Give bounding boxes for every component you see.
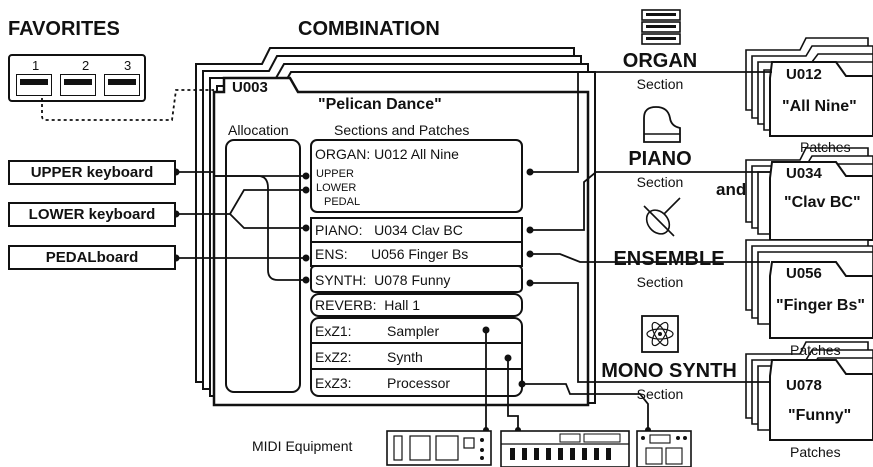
organ-icon — [641, 9, 681, 45]
synth-line: SYNTH: U078 Funny — [315, 272, 451, 288]
synth-device-icon — [500, 430, 630, 467]
patch-organ-name: "All Nine" — [782, 98, 857, 115]
piano-section-title: PIANO — [628, 148, 692, 170]
organ-pedal: PEDAL — [324, 196, 361, 208]
piano-line: PIANO: U034 Clav BC — [315, 222, 463, 238]
organ-lower: LOWER — [316, 182, 357, 194]
favorite-1-label: 1 — [32, 58, 40, 73]
exz1-value: Sampler — [387, 323, 440, 339]
midi-label: MIDI Equipment — [252, 438, 353, 454]
favorites-panel: 1 2 3 — [8, 54, 146, 102]
favorite-button-1[interactable] — [16, 74, 52, 96]
sampler-device-icon — [386, 430, 492, 466]
patch-piano-id: U034 — [786, 165, 822, 182]
favorite-button-3[interactable] — [104, 74, 140, 96]
piano-section-sub: Section — [636, 174, 684, 190]
processor-device-icon — [636, 430, 692, 467]
patch-ensemble-id: U056 — [786, 265, 822, 282]
exz2-value: Synth — [387, 349, 423, 365]
sections-label: Sections and Patches — [334, 122, 470, 138]
organ-upper: UPPER — [316, 168, 354, 180]
exz2-label: ExZ2: — [315, 349, 352, 365]
ensemble-section-title: ENSEMBLE — [613, 248, 725, 270]
patch-synth-caption: Patches — [790, 444, 841, 460]
reverb-line: REVERB: Hall 1 — [315, 297, 421, 313]
patch-organ-id: U012 — [786, 66, 822, 83]
atom-icon — [641, 315, 679, 353]
patch-ensemble-caption: Patches — [790, 342, 841, 358]
patch-piano-name: "Clav BC" — [784, 194, 861, 211]
ens-line: ENS: U056 Finger Bs — [315, 246, 469, 262]
lower-keyboard-box: LOWER keyboard — [8, 202, 176, 227]
patch-synth-id: U078 — [786, 377, 822, 394]
pedalboard-box: PEDALboard — [8, 245, 176, 270]
favorite-2-label: 2 — [82, 58, 90, 73]
patch-ensemble-name: "Finger Bs" — [776, 297, 865, 314]
patch-synth-name: "Funny" — [788, 407, 852, 424]
combination-title: COMBINATION — [298, 18, 440, 40]
piano-icon — [643, 106, 681, 143]
organ-line: ORGAN: U012 All Nine — [315, 146, 459, 162]
organ-section-title: ORGAN — [622, 50, 698, 72]
allocation-label: Allocation — [228, 122, 289, 138]
favorite-button-2[interactable] — [60, 74, 96, 96]
ensemble-section-sub: Section — [636, 274, 684, 290]
and-label: and — [716, 180, 747, 199]
favorite-3-label: 3 — [124, 58, 132, 73]
upper-keyboard-box: UPPER keyboard — [8, 160, 176, 185]
violin-icon — [643, 197, 681, 237]
organ-section-sub: Section — [636, 76, 684, 92]
exz1-label: ExZ1: — [315, 323, 352, 339]
combination-name: "Pelican Dance" — [318, 96, 442, 113]
favorites-title: FAVORITES — [8, 18, 120, 40]
exz3-value: Processor — [387, 375, 451, 391]
mono-synth-section-sub: Section — [636, 386, 684, 402]
exz3-label: ExZ3: — [315, 375, 352, 391]
combination-id: U003 — [232, 79, 268, 96]
mono-synth-section-title: MONO SYNTH — [601, 360, 737, 382]
patch-organ-caption: Patches — [800, 139, 851, 155]
